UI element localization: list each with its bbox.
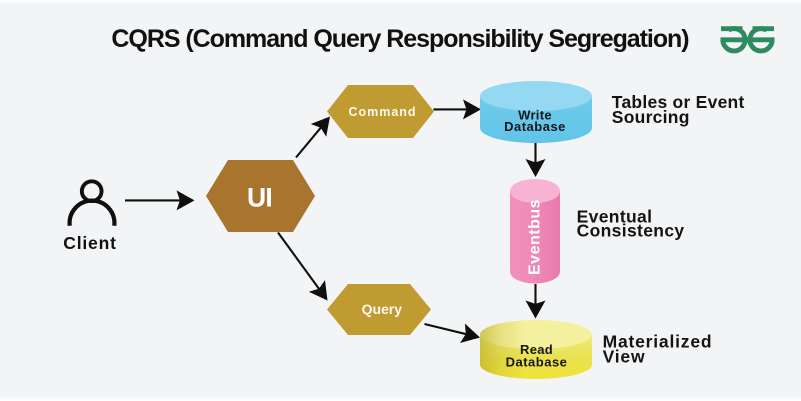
svg-text:Command: Command	[348, 105, 416, 119]
svg-text:Sourcing: Sourcing	[612, 107, 690, 127]
svg-text:Database: Database	[504, 119, 566, 134]
svg-text:View: View	[603, 347, 646, 367]
svg-text:Tables or Event: Tables or Event	[612, 92, 745, 112]
svg-text:CQRS (Command Query Responsibi: CQRS (Command Query Responsibility Segre…	[111, 25, 689, 53]
svg-text:Query: Query	[362, 301, 403, 317]
svg-text:UI: UI	[247, 183, 272, 213]
svg-text:Write: Write	[518, 107, 552, 122]
svg-text:Consistency: Consistency	[577, 221, 685, 241]
svg-text:Client: Client	[63, 233, 116, 253]
svg-text:Eventual: Eventual	[577, 206, 653, 226]
svg-text:Read: Read	[520, 342, 553, 357]
svg-text:Materialized: Materialized	[603, 331, 713, 351]
svg-text:Eventbus: Eventbus	[527, 199, 544, 275]
svg-text:Database: Database	[506, 354, 568, 369]
